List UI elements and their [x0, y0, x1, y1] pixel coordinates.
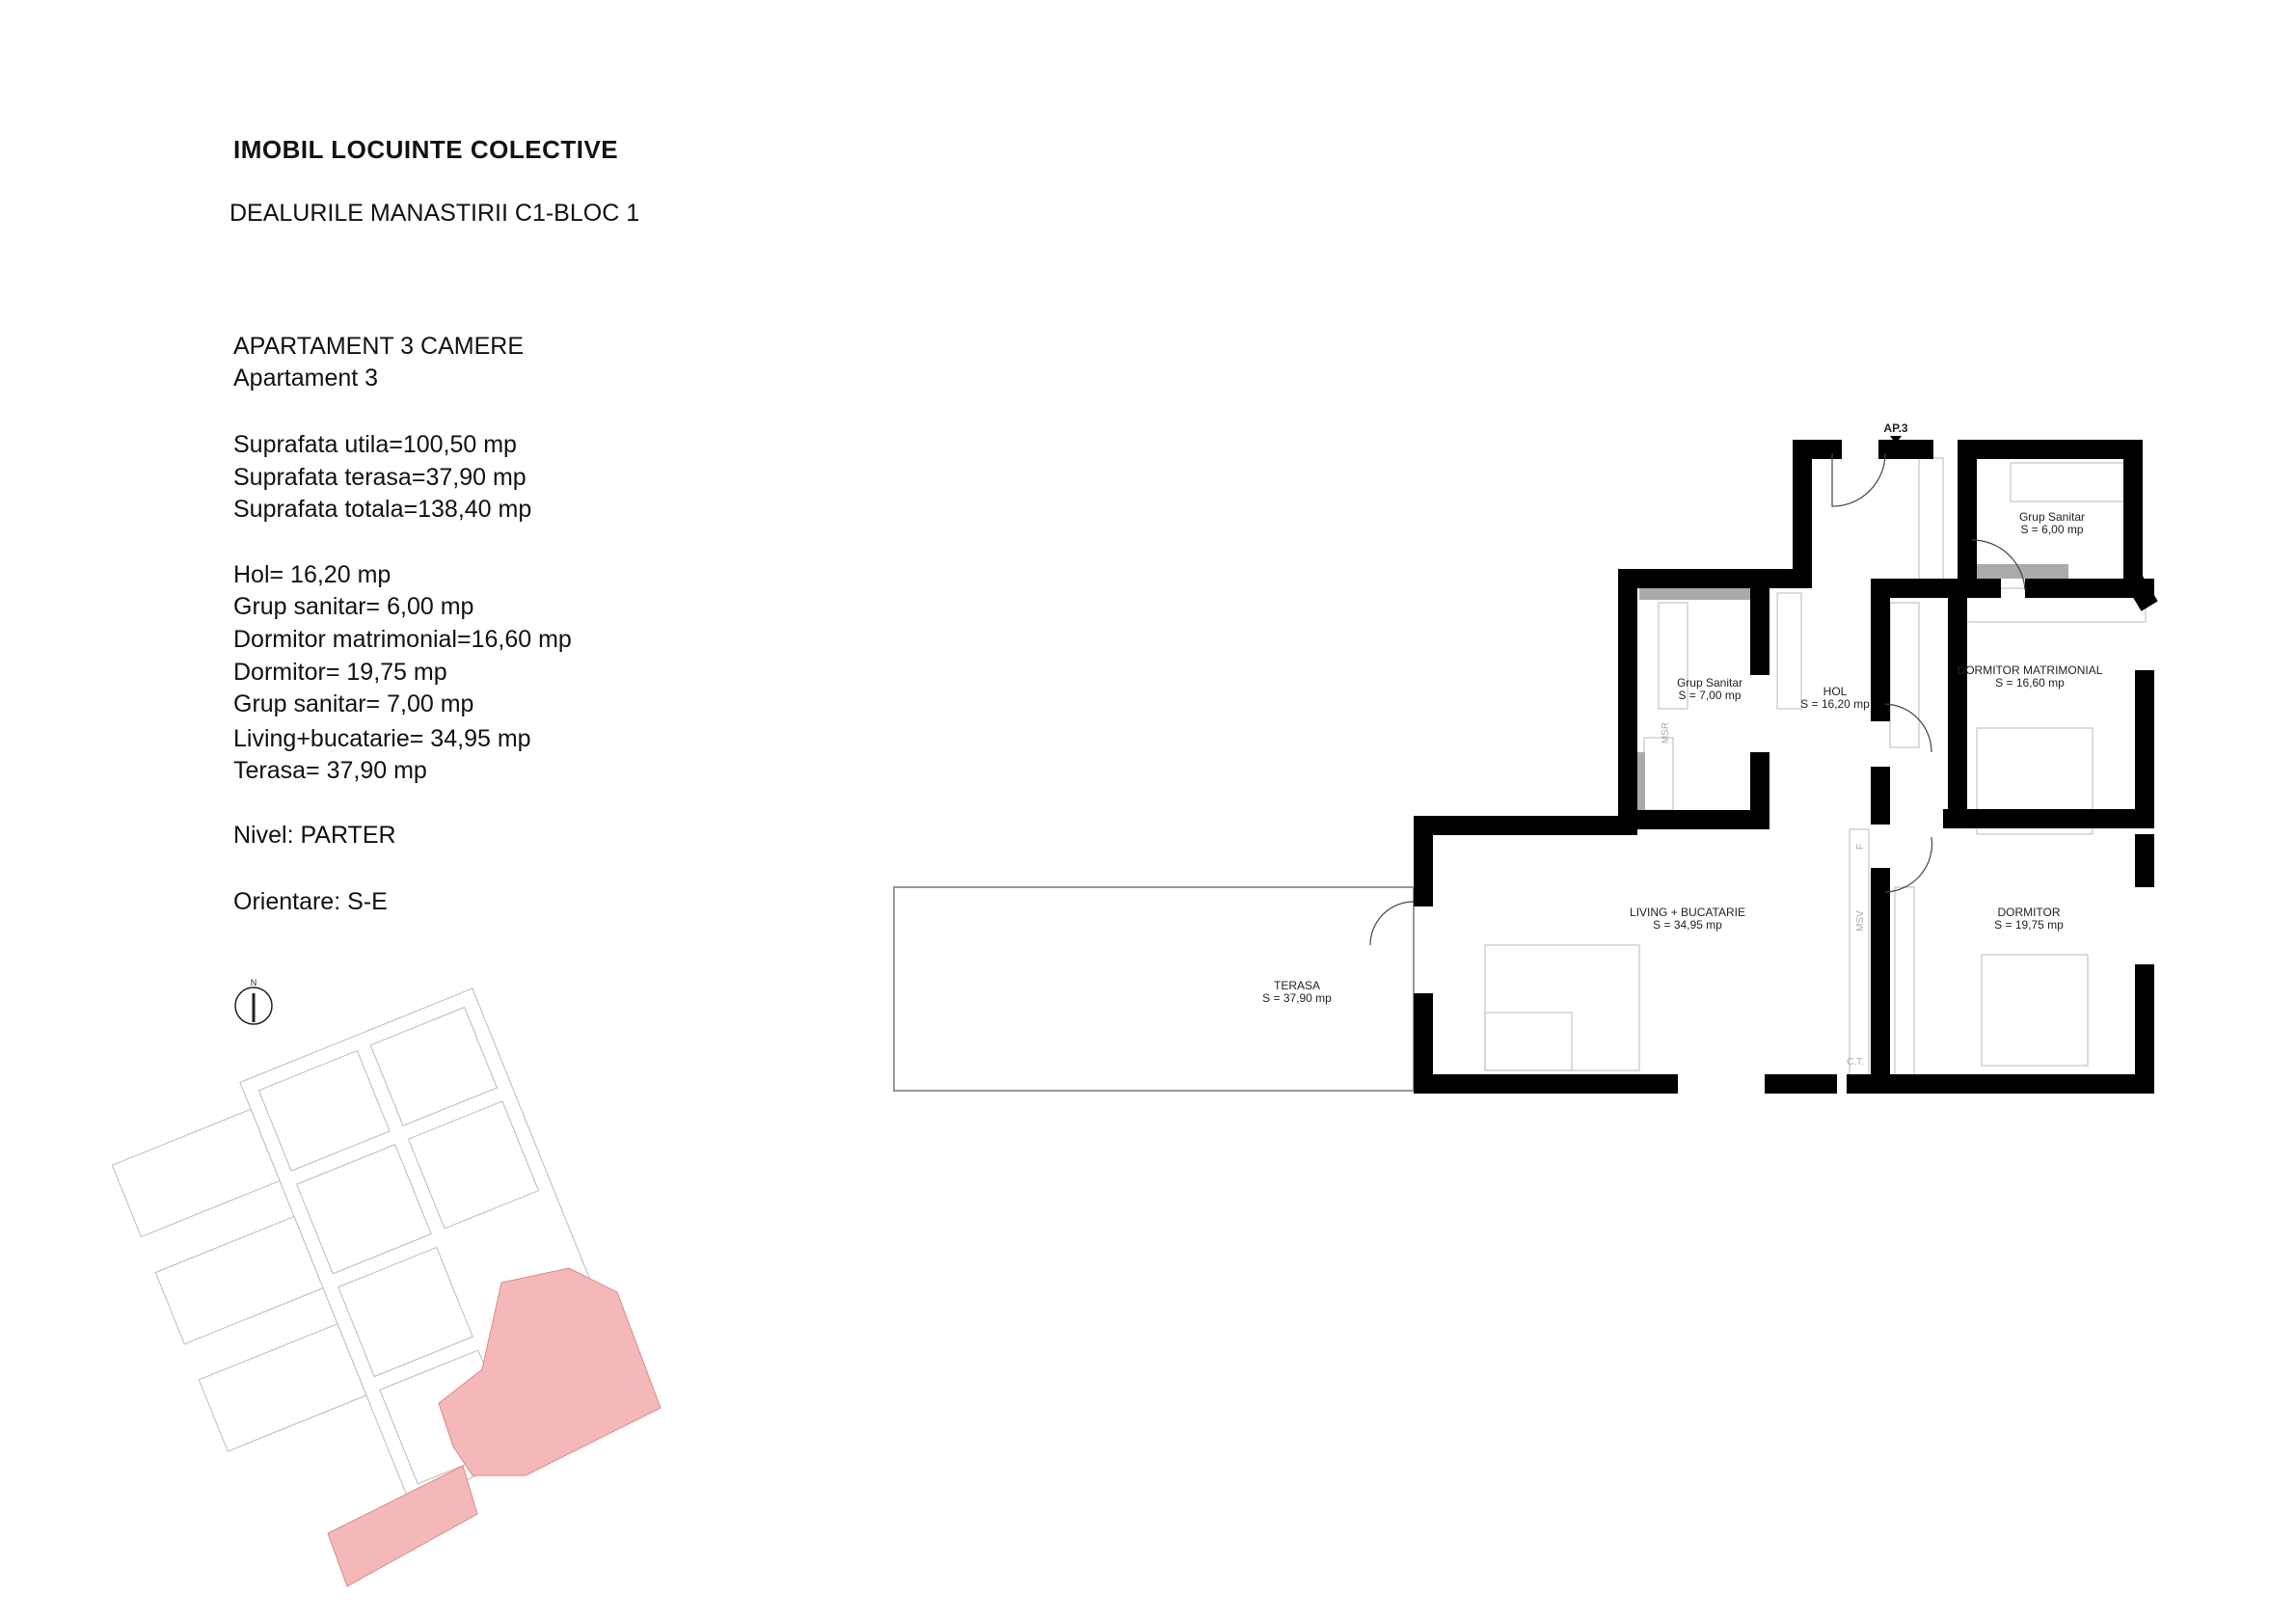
entrance-label: AP.3 [1883, 421, 1907, 435]
surface-utila: Suprafata utila=100,50 mp [233, 431, 517, 458]
room-area-living: S = 34,95 mp [1653, 918, 1722, 932]
doors [1369, 452, 2026, 946]
plan-labels: AP.3 Grup Sanitar S = 6,00 mp Grup Sanit… [1262, 421, 2103, 1068]
room-area-dormitor-matrimonial: Dormitor matrimonial=16,60 mp [233, 626, 572, 653]
project-subtitle: DEALURILE MANASTIRII C1-BLOC 1 [230, 200, 640, 227]
room-name-hol: HOL [1823, 685, 1848, 698]
room-area-terasa: Terasa= 37,90 mp [233, 757, 427, 784]
apartment-name: Apartament 3 [233, 365, 379, 392]
surface-totala: Suprafata totala=138,40 mp [233, 496, 532, 523]
fixture-ct: C.T. [1847, 1057, 1864, 1068]
highlighted-apartment [438, 1267, 662, 1476]
room-area-hol: Hol= 16,20 mp [233, 561, 392, 588]
highlighted-terrace [327, 1465, 478, 1587]
fixture-fridge: F [1855, 844, 1866, 850]
orientation: Orientare: S-E [233, 888, 388, 915]
key-plan-minimap [111, 987, 662, 1587]
north-arrow-icon: N [234, 978, 273, 1025]
project-title: IMOBIL LOCUINTE COLECTIVE [233, 135, 619, 164]
room-area-terasa: S = 37,90 mp [1262, 991, 1332, 1005]
room-name-terasa: TERASA [1274, 979, 1320, 992]
room-name-living: LIVING + BUCATARIE [1630, 906, 1745, 919]
room-area-grup-sanitar-6: S = 6,00 mp [2020, 523, 2083, 536]
terrace-outline [893, 886, 1415, 1092]
level: Nivel: PARTER [233, 822, 396, 849]
fixture-msv: MSV [1855, 910, 1866, 932]
room-area-hol: S = 16,20 mp [1800, 697, 1870, 711]
entrance-arrow-icon [1890, 436, 1902, 444]
room-name-dormitor-matrimonial: DORMITOR MATRIMONIAL [1958, 663, 2103, 677]
room-area-dormitor-matrimonial: S = 16,60 mp [1995, 676, 2065, 690]
room-area-grup-sanitar-7: S = 7,00 mp [1678, 689, 1741, 702]
furniture [1484, 457, 2147, 1091]
surface-terasa: Suprafata terasa=37,90 mp [233, 464, 527, 491]
room-name-grup-sanitar-6: Grup Sanitar [2019, 510, 2085, 524]
fixture-msr: MSR [1661, 722, 1671, 744]
room-name-grup-sanitar-7: Grup Sanitar [1677, 676, 1742, 690]
room-area-dormitor: Dormitor= 19,75 mp [233, 659, 447, 686]
room-area-grup-sanitar-2: Grup sanitar= 7,00 mp [233, 690, 474, 717]
compass-label: N [251, 978, 257, 987]
room-name-dormitor: DORMITOR [1997, 906, 2060, 919]
room-area-grup-sanitar-1: Grup sanitar= 6,00 mp [233, 593, 474, 620]
room-area-living: Living+bucatarie= 34,95 mp [233, 725, 531, 752]
apartment-type: APARTAMENT 3 CAMERE [233, 333, 524, 360]
room-area-dormitor: S = 19,75 mp [1994, 918, 2064, 932]
walls [1414, 440, 2158, 1094]
